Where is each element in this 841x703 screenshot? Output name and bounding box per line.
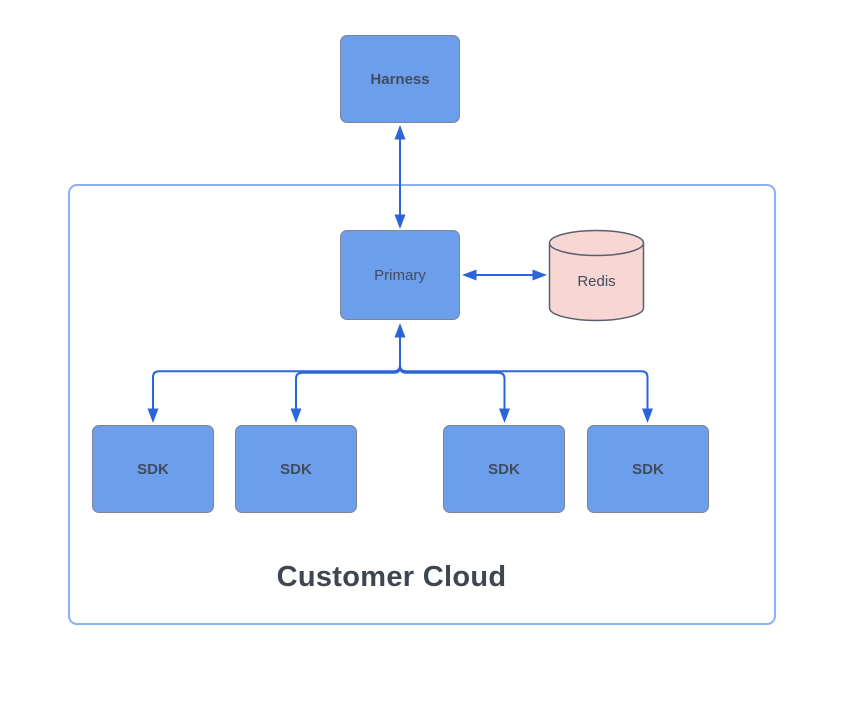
customer-cloud-label: Customer Cloud	[276, 561, 507, 593]
node-sdk-2-label: SDK	[280, 460, 312, 478]
node-sdk-4-label: SDK	[632, 460, 664, 478]
node-sdk-1-label: SDK	[137, 460, 169, 478]
node-redis-label: Redis	[577, 273, 616, 290]
node-primary-label: Primary	[374, 266, 426, 284]
node-harness: Harness	[340, 35, 460, 123]
cylinder-shape	[548, 229, 645, 322]
node-sdk-2: SDK	[235, 425, 357, 513]
node-sdk-3-label: SDK	[488, 460, 520, 478]
node-primary: Primary	[340, 230, 460, 320]
node-sdk-4: SDK	[587, 425, 709, 513]
node-sdk-3: SDK	[443, 425, 565, 513]
node-harness-label: Harness	[370, 70, 430, 88]
node-sdk-1: SDK	[92, 425, 214, 513]
customer-cloud-container	[68, 184, 776, 625]
node-redis: Redis	[548, 229, 645, 323]
